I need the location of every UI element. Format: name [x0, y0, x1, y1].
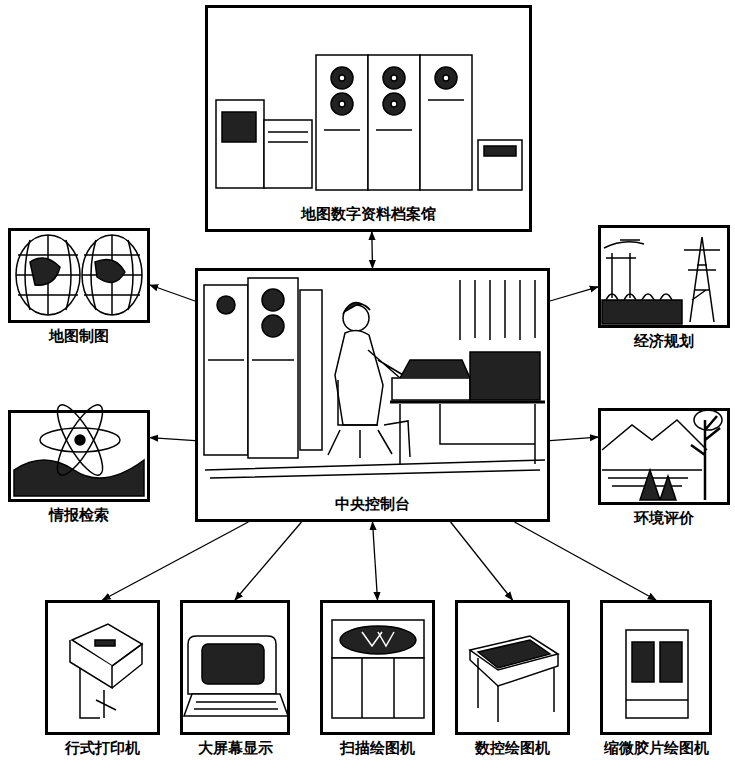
- picture-frame: [180, 600, 290, 735]
- connector-arrow: [515, 522, 657, 600]
- connector-arrow: [235, 522, 302, 600]
- console-scene: [204, 278, 545, 478]
- picture-frame: [8, 228, 150, 323]
- connector-arrow: [371, 232, 373, 268]
- picture-frame: [598, 225, 730, 328]
- scanner-plotter: [332, 620, 424, 718]
- picture-frame: [320, 600, 435, 735]
- connector-arrow: [373, 522, 378, 600]
- line-printer: [70, 624, 142, 718]
- flatbed-plotter: [470, 636, 558, 722]
- picture-frame: [598, 408, 730, 505]
- device-box: 扫描绘图机: [320, 600, 435, 757]
- device-box: 数控绘图机: [455, 600, 570, 757]
- connector-arrow: [550, 437, 598, 441]
- application-box: 经济规划: [598, 225, 730, 350]
- box-label: 中央控制台: [333, 495, 412, 513]
- dam-pylon: [602, 237, 720, 324]
- landscape: [602, 410, 722, 500]
- box-label: 地图制图: [47, 327, 111, 345]
- monitor: [184, 636, 288, 716]
- picture-frame: 地图数字资料档案馆: [205, 5, 532, 232]
- archive-computers: [216, 55, 522, 190]
- device-box: 大屏幕显示: [180, 600, 290, 757]
- box-label: 经济规划: [632, 332, 696, 350]
- box-label: 扫描绘图机: [338, 739, 417, 757]
- box-label: 地图数字资料档案馆: [299, 205, 438, 223]
- picture-frame: 中央控制台: [195, 268, 550, 522]
- box-label: 大屏幕显示: [196, 739, 275, 757]
- connector-arrow: [150, 438, 195, 441]
- application-box: 情报检索: [8, 410, 150, 524]
- atom-symbol: [14, 399, 144, 496]
- connector-arrow: [451, 522, 513, 600]
- box-label: 环境评价: [632, 509, 696, 527]
- box-label: 数控绘图机: [473, 739, 552, 757]
- connector-arrow: [150, 285, 195, 301]
- device-box: 缩微胶片绘图机: [600, 600, 712, 757]
- picture-frame: [45, 600, 160, 735]
- connector-arrow: [550, 287, 598, 301]
- console-box: 中央控制台: [195, 268, 550, 522]
- globe-maps: [16, 235, 142, 315]
- box-label: 缩微胶片绘图机: [602, 739, 711, 757]
- application-box: 环境评价: [598, 408, 730, 527]
- device-box: 行式打印机: [45, 600, 160, 757]
- box-label: 行式打印机: [63, 739, 142, 757]
- connector-arrow: [103, 522, 249, 600]
- archive-box: 地图数字资料档案馆: [205, 5, 532, 232]
- application-box: 地图制图: [8, 228, 150, 345]
- picture-frame: [8, 410, 150, 502]
- box-label: 情报检索: [47, 506, 111, 524]
- picture-frame: [455, 600, 570, 735]
- picture-frame: [600, 600, 712, 735]
- microfilm-cabinet: [626, 630, 688, 718]
